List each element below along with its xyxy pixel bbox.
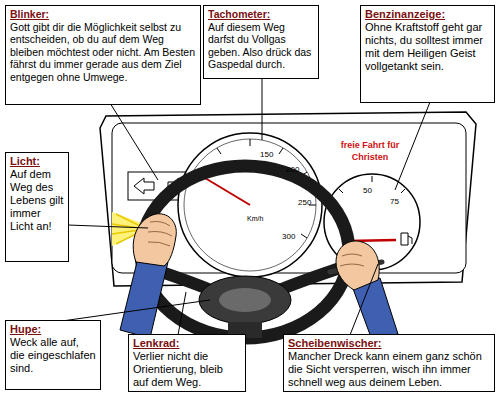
blinker-arrow-left [134, 178, 154, 194]
callout-text: Ohne Kraftstoff geht gar nichts, du soll… [365, 21, 490, 73]
right-hand [336, 241, 379, 290]
gauge-number: 250 [298, 198, 311, 208]
callout-box: Licht:Auf dem Weg des Lebens gilt immer … [5, 152, 69, 262]
gauge-number: 50 [363, 186, 372, 196]
dashboard-slogan: freie Fahrt für Christen [322, 140, 418, 163]
callout-box: Scheibenwischer:Mancher Dreck kann einem… [283, 334, 495, 392]
left-fingers [148, 222, 172, 247]
gauge-number: 75 [390, 197, 399, 207]
callout-box: Tachometer:Auf diesem Weg darfst du Voll… [203, 5, 319, 79]
callout-box: Benzinanzeige:Ohne Kraftstoff geht gar n… [360, 5, 495, 103]
callout-text: Gott gibt dir die Möglichkeit selbst zu … [10, 21, 196, 84]
callout-heading: Hupe: [10, 323, 96, 336]
leader-lines [55, 78, 430, 335]
gauge-number: Km/h [247, 214, 263, 223]
gauge-number: 200 [286, 165, 299, 175]
speedometer-ring [184, 139, 316, 271]
speedometer-ticks [193, 139, 316, 238]
callout-heading: Lenkrad: [133, 337, 241, 350]
callout-text: Verlier nicht die Orientierung, bleib au… [133, 350, 241, 389]
callout-heading: Benzinanzeige: [365, 8, 490, 21]
left-sleeve [120, 258, 168, 338]
gauge-number: 300 [282, 232, 295, 242]
callout-text: Weck alle auf, die eingeschlafen sind. [10, 336, 96, 375]
callout-box: Hupe:Weck alle auf, die eingeschlafen si… [5, 320, 101, 390]
speedometer [178, 133, 322, 277]
speedometer-needle [200, 175, 250, 205]
fuel-pump-icon [401, 233, 412, 245]
callout-text: Auf dem Weg des Lebens gilt immer Licht … [10, 168, 64, 233]
callout-text: Auf diesem Weg darfst du Vollgas geben. … [208, 21, 314, 71]
gauge-number: 150 [260, 150, 273, 160]
callout-box: Lenkrad:Verlier nicht die Orientierung, … [128, 334, 246, 392]
callout-heading: Tachometer: [208, 8, 314, 21]
callout-heading: Blinker: [10, 8, 196, 21]
callout-text: Mancher Dreck kann einem ganz schön die … [288, 350, 490, 389]
callout-box: Blinker:Gott gibt dir die Möglichkeit se… [5, 5, 201, 105]
callout-heading: Licht: [10, 155, 64, 168]
left-hand [133, 214, 176, 266]
fuel-gauge-ticks [339, 176, 405, 193]
callout-heading: Scheibenwischer: [288, 337, 490, 350]
steering-wheel-hub [199, 276, 291, 324]
right-fingers [340, 254, 364, 266]
horn-pad [219, 288, 271, 312]
